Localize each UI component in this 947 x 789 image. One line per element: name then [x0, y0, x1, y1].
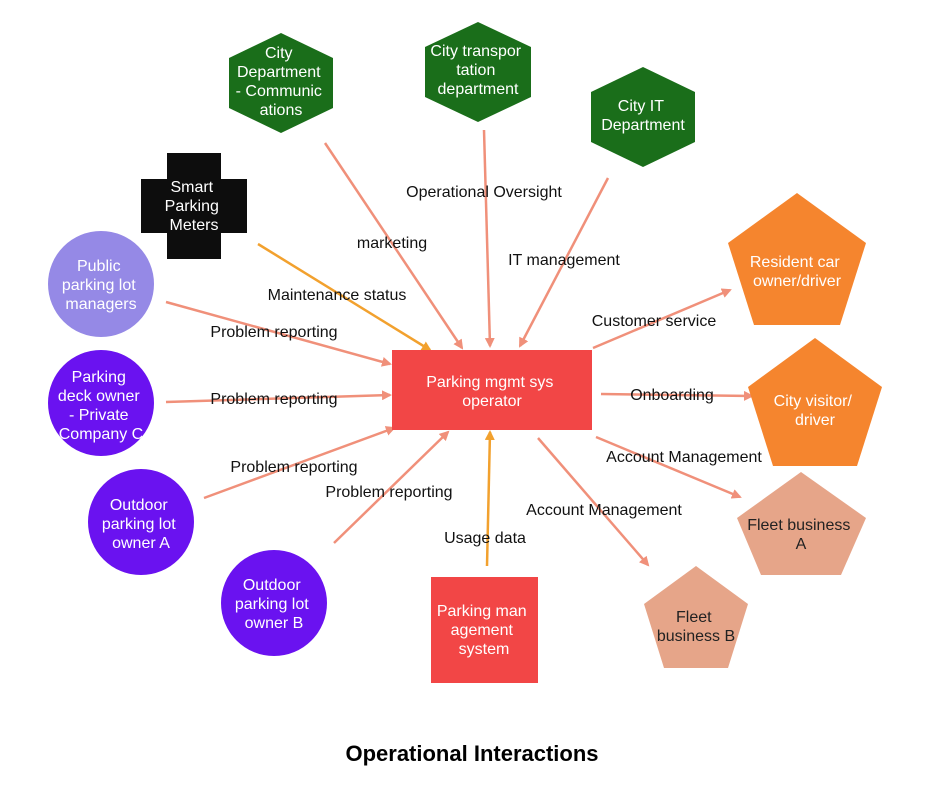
node-city-visitor: City visitor/ driver — [748, 338, 882, 466]
edge-label-onboarding: Onboarding — [630, 387, 714, 404]
edge-label-problem-outdoor-a: Problem reporting — [230, 459, 357, 476]
edge-problem-outdoor-b — [333, 430, 450, 544]
edge-problem-public — [165, 300, 392, 367]
node-label: Parking man agement system — [437, 603, 531, 658]
edge-labels: marketing Operational Oversight IT manag… — [210, 184, 762, 547]
edge-label-oversight: Operational Oversight — [406, 184, 562, 201]
node-label: Outdoor parking lot owner B — [235, 577, 313, 632]
edge-account-fleet-b — [537, 437, 650, 567]
edge-problem-outdoor-a — [203, 426, 396, 500]
edge-label-problem-public: Problem reporting — [210, 324, 337, 341]
edges — [165, 129, 754, 567]
edge-label-problem-outdoor-b: Problem reporting — [325, 484, 452, 501]
edge-label-account-fleet-a: Account Management — [606, 449, 762, 466]
node-label: Resident car owner/driver — [750, 254, 844, 290]
edge-label-marketing: marketing — [357, 235, 427, 252]
node-resident-driver: Resident car owner/driver — [728, 193, 866, 325]
nodes: Parking mgmt sys operator City Departmen… — [48, 22, 882, 683]
node-fleet-business-b: Fleet business B — [644, 566, 748, 668]
node-fleet-business-a: Fleet business A — [737, 472, 866, 575]
edge-label-usage-data: Usage data — [444, 530, 526, 547]
node-city-communications: City Department - Communic ations — [229, 33, 333, 133]
node-smart-parking-meters: Smart Parking Meters — [141, 153, 247, 259]
node-label: Fleet business B — [657, 609, 735, 645]
node-label: City Department - Communic ations — [236, 45, 327, 119]
node-outdoor-owner-a: Outdoor parking lot owner A — [88, 469, 194, 575]
node-label: Outdoor parking lot owner A — [102, 497, 180, 552]
edge-problem-deck — [165, 390, 392, 404]
node-city-it: City IT Department — [591, 67, 695, 167]
edge-label-it-management: IT management — [508, 252, 620, 269]
edge-onboarding — [600, 390, 754, 401]
edge-customer-service — [592, 288, 732, 350]
node-label: City transpor tation department — [430, 43, 525, 98]
node-outdoor-owner-b: Outdoor parking lot owner B — [221, 550, 327, 656]
node-label: Parking deck owner - Private Company C — [58, 369, 144, 443]
edge-maintenance — [257, 242, 432, 352]
edge-label-maintenance: Maintenance status — [268, 287, 407, 304]
node-label: City IT Department — [601, 98, 685, 134]
node-label: Public parking lot managers — [62, 258, 140, 313]
node-parking-management-system: Parking man agement system — [431, 577, 538, 683]
edge-marketing — [323, 142, 464, 350]
node-parking-deck-owner: Parking deck owner - Private Company C — [48, 350, 154, 456]
edge-oversight — [482, 129, 495, 348]
edge-usage-data — [484, 430, 495, 567]
edge-label-customer-service: Customer service — [592, 313, 717, 330]
edge-account-fleet-a — [595, 435, 742, 499]
node-label: Parking mgmt sys operator — [426, 374, 558, 410]
node-public-parking-managers: Public parking lot managers — [48, 231, 154, 337]
node-label: Smart Parking Meters — [165, 179, 224, 234]
node-label: Fleet business A — [747, 517, 855, 553]
diagram-title: Operational Interactions — [345, 741, 598, 766]
edge-it-management — [518, 177, 610, 348]
edge-label-account-fleet-b: Account Management — [526, 502, 682, 519]
node-label: City visitor/ driver — [774, 393, 857, 429]
node-city-transportation: City transpor tation department — [425, 22, 531, 122]
node-center-operator: Parking mgmt sys operator — [392, 350, 592, 430]
edge-label-problem-deck: Problem reporting — [210, 391, 337, 408]
